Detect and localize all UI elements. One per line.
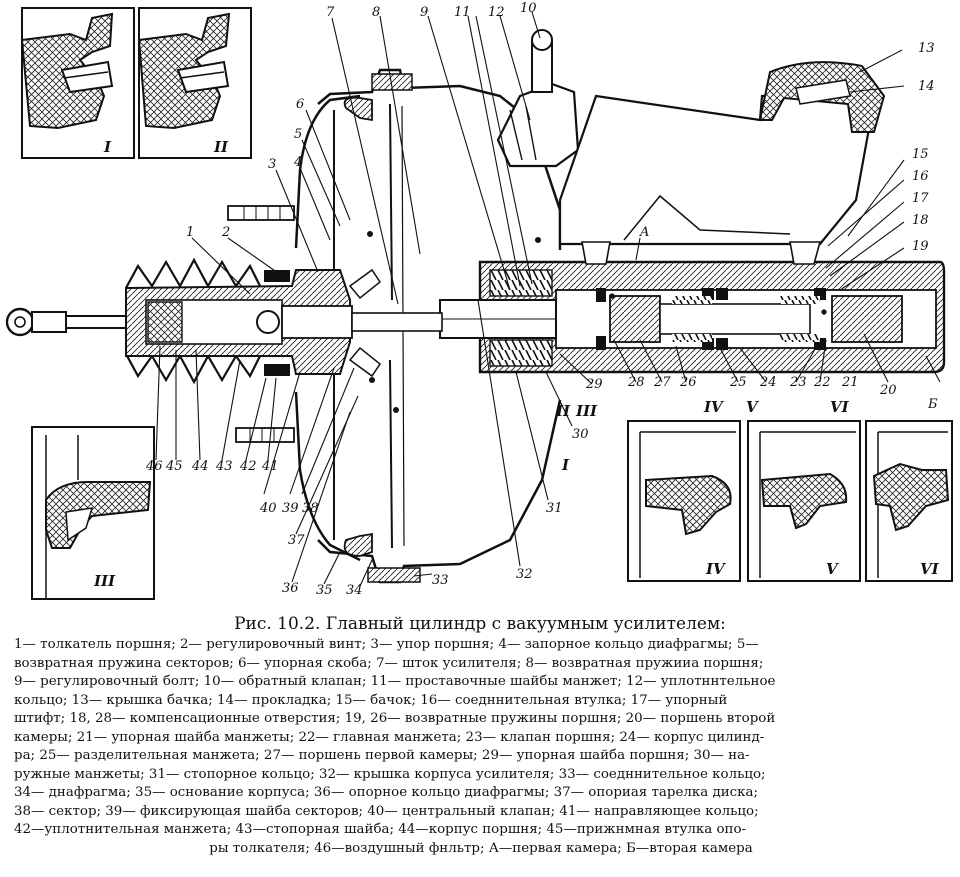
detail-view-label: V: [826, 560, 839, 578]
callout-6: 6: [296, 97, 304, 112]
callout-24: 24: [759, 375, 777, 390]
callout-22: 22: [813, 375, 831, 390]
callout-12: 12: [488, 5, 505, 20]
master-cylinder-body: [439, 241, 946, 374]
callout-44: 44: [191, 459, 209, 474]
section-mark-III: III: [575, 402, 598, 420]
callout-21: 21: [841, 375, 859, 390]
legend-line: ра; 25— разделительная манжета; 27— порш…: [14, 748, 750, 763]
callout-10: 10: [520, 1, 537, 16]
detail-view-label: I: [103, 138, 112, 156]
callout-9: 9: [420, 5, 428, 20]
callout-32: 32: [516, 567, 533, 582]
callout-25: 25: [729, 375, 747, 390]
callout-19: 19: [912, 239, 929, 254]
section-mark-VI: VI: [830, 398, 850, 416]
callout-chamber-B: Б: [927, 397, 938, 412]
detail-view-V: V: [747, 420, 861, 582]
callout-46: 46: [145, 459, 163, 474]
callout-35: 35: [316, 583, 333, 598]
callout-20: 20: [879, 383, 897, 398]
callout-43: 43: [215, 459, 233, 474]
callout-13: 13: [918, 41, 935, 56]
detail-view-label: III: [93, 572, 116, 590]
figure-caption-title: Рис. 10.2. Главный цилиндр с вакуумным у…: [234, 614, 726, 634]
check-valve: [496, 29, 580, 168]
master-cylinder-drawing: I II III IV V VI: [5, 1, 953, 600]
section-mark-II: II: [555, 402, 571, 420]
callout-34: 34: [346, 583, 363, 598]
section-mark-V: V: [746, 398, 759, 416]
callout-36: 36: [282, 581, 299, 596]
legend-line: 9— регулировочный болт; 10— обратный кла…: [14, 674, 776, 689]
callout-1: 1: [186, 225, 194, 240]
detail-view-III: III: [31, 426, 155, 600]
legend-line: 34— днафрагма; 35— основание корпуса; 36…: [14, 785, 759, 800]
callout-45: 45: [165, 459, 183, 474]
legend-line: кольцо; 13— крышка бачка; 14— прокладка;…: [14, 692, 728, 708]
section-mark-I: I: [561, 456, 570, 474]
detail-view-label: IV: [705, 560, 726, 578]
callout-26: 26: [679, 375, 697, 390]
detail-view-II: II: [137, 7, 252, 159]
callout-16: 16: [912, 169, 929, 184]
callout-8: 8: [372, 5, 380, 20]
fluid-reservoir: [558, 61, 886, 246]
callout-17: 17: [912, 191, 929, 206]
callout-chamber-A: A: [639, 225, 649, 240]
callout-27: 27: [653, 375, 671, 390]
callout-23: 23: [789, 375, 807, 390]
callout-3: 3: [268, 157, 276, 172]
callout-5: 5: [294, 127, 302, 142]
callout-7: 7: [326, 5, 335, 20]
callout-18: 18: [912, 213, 929, 228]
detail-view-VI: VI: [865, 420, 953, 582]
callout-40: 40: [259, 501, 277, 516]
legend-line: камеры; 21— упорная шайба манжеты; 22— г…: [14, 729, 765, 745]
callout-38: 38: [302, 501, 319, 516]
callout-31: 31: [546, 501, 563, 516]
booster-piston-assembly: [5, 231, 541, 413]
callout-39: 39: [282, 501, 299, 516]
figure-legend: 1— толкатель поршня; 2— регулировочный в…: [14, 636, 948, 858]
callout-33: 33: [432, 573, 449, 588]
callout-15: 15: [912, 147, 929, 162]
detail-view-label: VI: [920, 560, 940, 578]
legend-line: 42—уплотнительная манжета; 43—стопорная …: [14, 822, 747, 837]
legend-line: возвратная пружина секторов; 6— упорная …: [14, 655, 764, 671]
legend-line: штифт; 18, 28— компенсационные отверстия…: [14, 711, 776, 726]
callout-37: 37: [288, 533, 305, 548]
callout-30: 30: [572, 427, 589, 442]
detail-view-I: I: [20, 7, 135, 159]
callout-2: 2: [221, 225, 230, 240]
callout-29: 29: [585, 377, 603, 392]
callout-11: 11: [454, 5, 471, 20]
section-mark-IV: IV: [703, 398, 724, 416]
callout-14: 14: [918, 79, 935, 94]
leader-lines: [155, 11, 941, 587]
legend-line: 38— сектор; 39— фиксирующая шайба сектор…: [14, 803, 759, 819]
callout-labels: 1 2 3 4 5 6 7 8 9 11 12 10 13 14 15 16 1…: [145, 1, 938, 598]
callout-42: 42: [239, 459, 257, 474]
callout-41: 41: [261, 459, 279, 474]
legend-line: ры толкателя; 46—воздушный фнльтр; А—пер…: [209, 840, 753, 856]
callout-4: 4: [293, 155, 302, 170]
callout-28: 28: [627, 375, 645, 390]
detail-view-IV: IV: [627, 420, 741, 582]
legend-line: 1— толкатель поршня; 2— регулировочный в…: [14, 637, 759, 652]
detail-view-label: II: [213, 138, 229, 156]
legend-line: ружные манжеты; 31— стопорное кольцо; 32…: [14, 766, 766, 782]
